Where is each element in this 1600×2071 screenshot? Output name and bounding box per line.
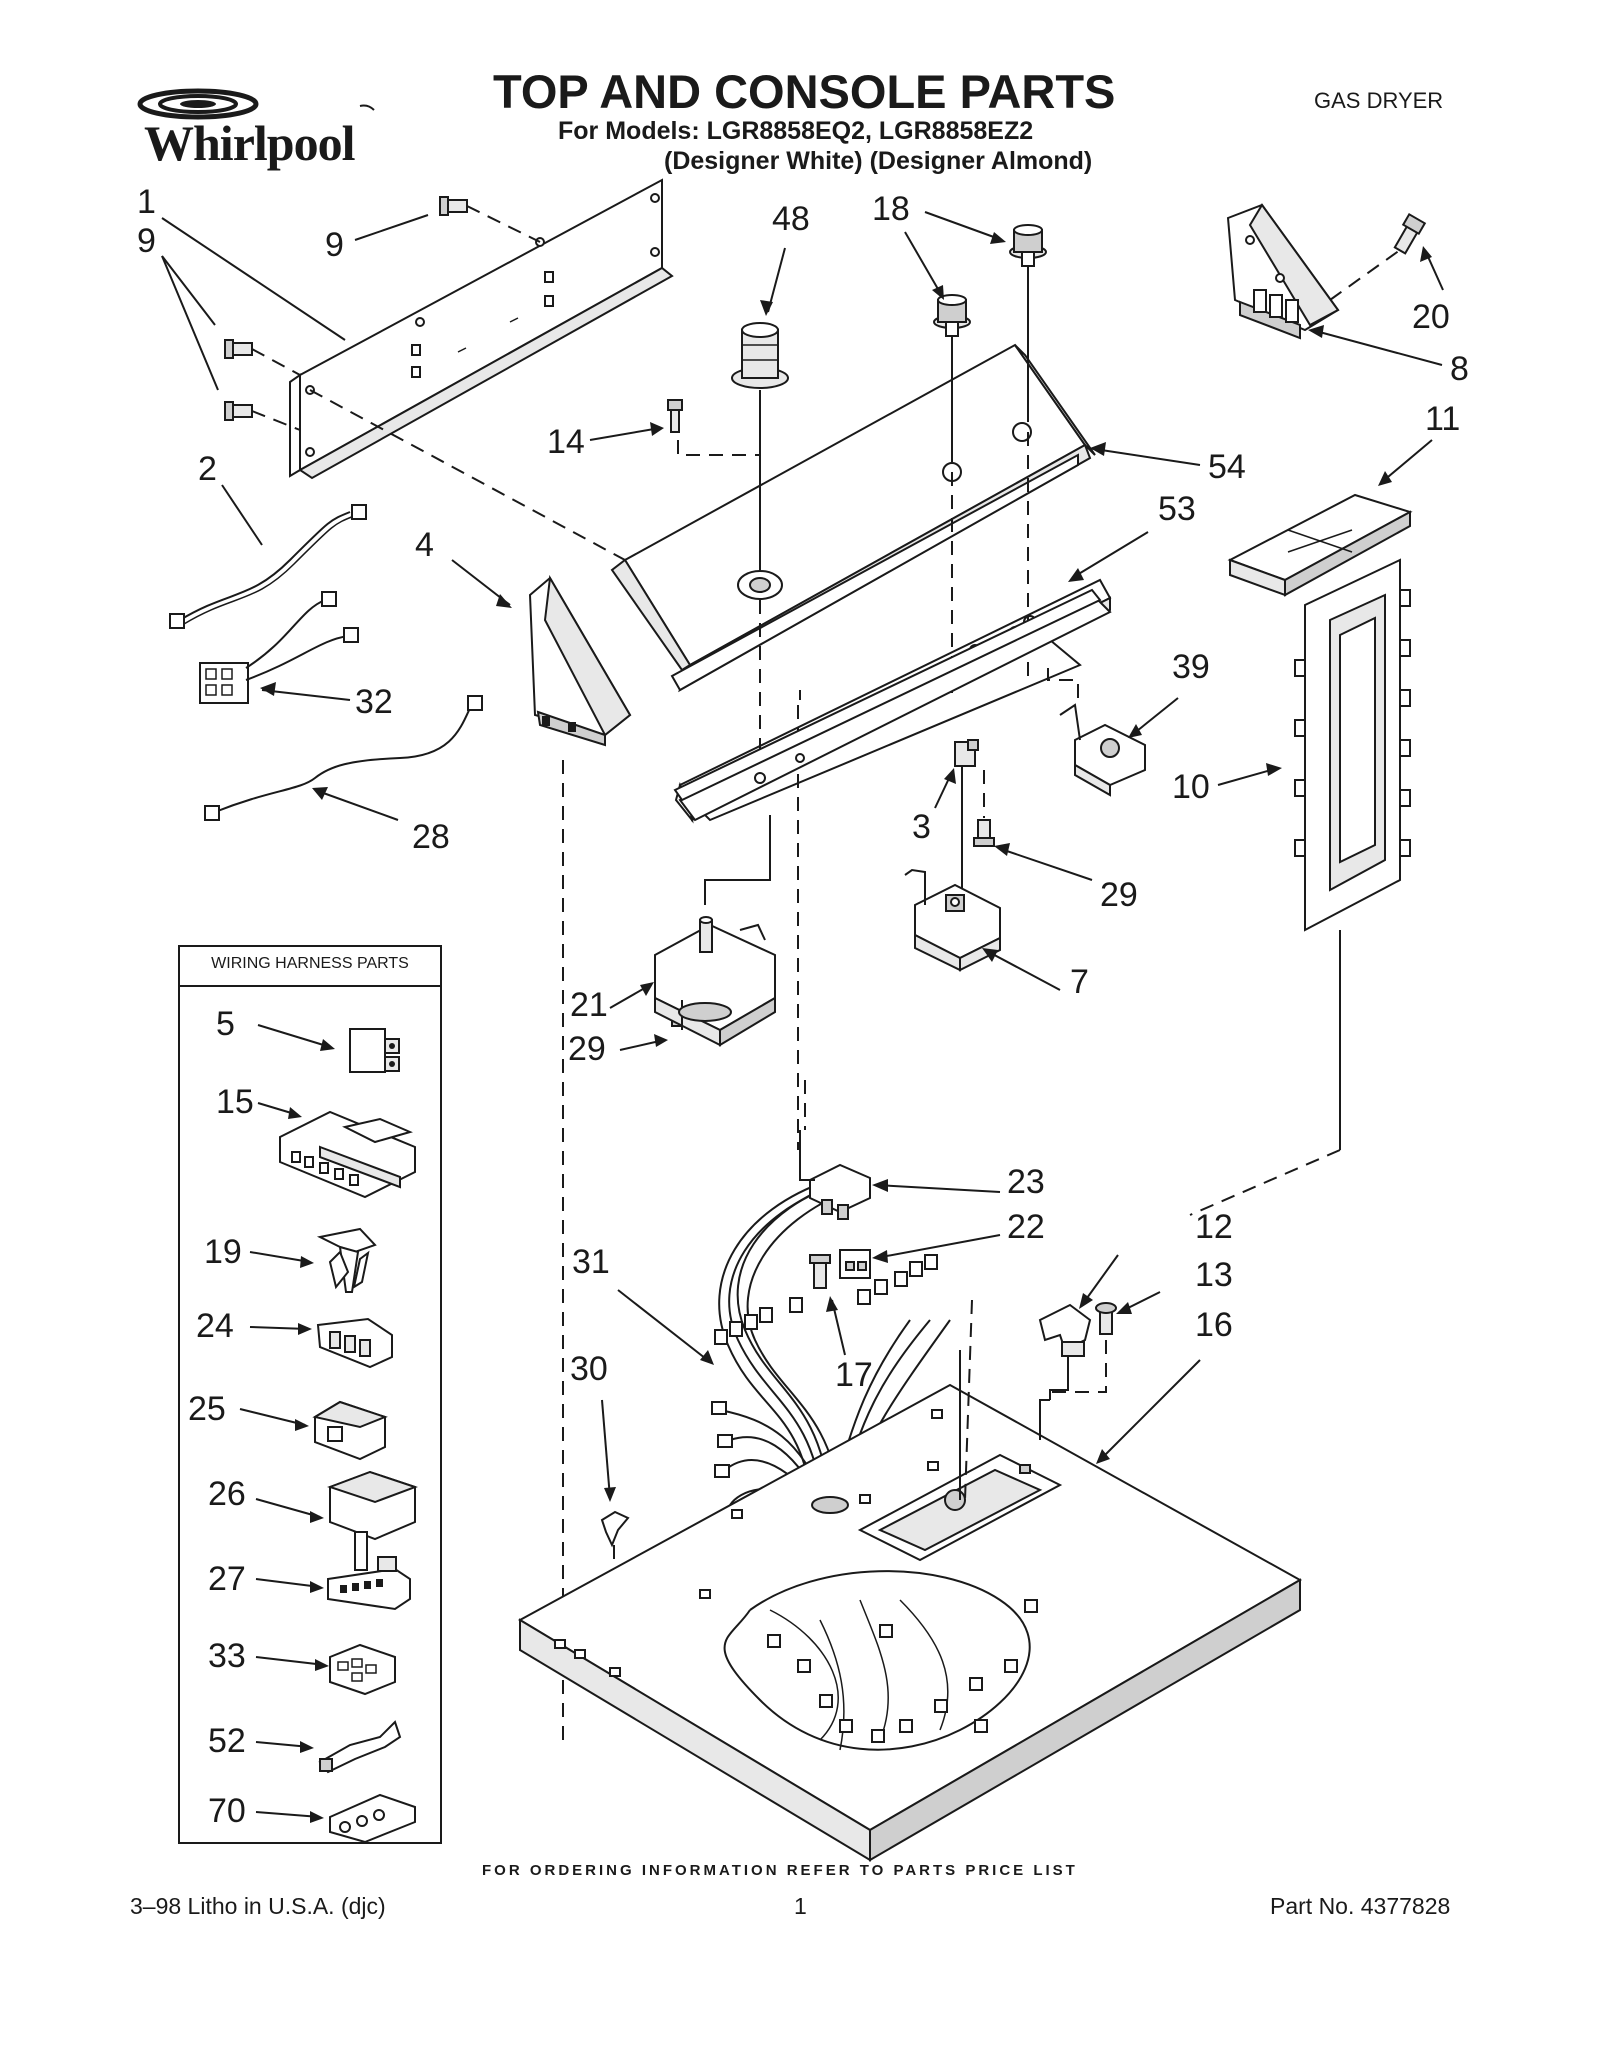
legend-item-15: 15 (216, 1083, 254, 1121)
switch-39 (1047, 668, 1179, 797)
page-title: TOP AND CONSOLE PARTS (493, 65, 1116, 118)
screw-20 (1393, 212, 1444, 291)
whirlpool-logo: Whirlpool (128, 82, 378, 172)
console-housing-54 (610, 343, 1201, 693)
page-number: 1 (794, 1893, 807, 1919)
wire-harness-2 (169, 484, 367, 629)
wire-harness-28 (204, 695, 483, 821)
ordering-note: FOR ORDERING INFORMATION REFER TO PARTS … (482, 1862, 1078, 1879)
callout-12: 12 (1195, 1208, 1233, 1246)
callout-32: 32 (355, 683, 393, 721)
legend-item-26: 26 (208, 1475, 246, 1513)
callout-29-upper: 29 (1100, 876, 1138, 914)
callout-21: 21 (570, 986, 608, 1024)
callout-39: 39 (1172, 648, 1210, 686)
callout-9-top: 9 (325, 226, 344, 264)
callout-8: 8 (1450, 350, 1469, 388)
callout-30: 30 (570, 1350, 608, 1388)
wiring-harness-parts-box: WIRING HARNESS PARTS 5 15 19 24 25 26 27… (178, 945, 442, 1844)
callout-16: 16 (1195, 1306, 1233, 1344)
callout-2: 2 (198, 450, 217, 488)
screw-13 (1050, 1291, 1161, 1393)
legend-item-70: 70 (208, 1792, 246, 1830)
clamp-12 (1038, 1254, 1119, 1400)
screw-9-mid (224, 339, 301, 376)
knob-18-right (924, 211, 1047, 422)
console-end-cap-4 (451, 559, 632, 1740)
callout-3: 3 (912, 808, 931, 846)
connector-5 (257, 1024, 400, 1073)
timer-7 (904, 868, 1061, 991)
callout-11: 11 (1425, 400, 1461, 438)
callout-31: 31 (572, 1243, 610, 1281)
brand-name: Whirlpool (144, 115, 355, 171)
switch-3 (934, 739, 979, 890)
connector-25 (239, 1400, 388, 1461)
connector-15 (257, 1102, 416, 1199)
knob-18-left (904, 231, 971, 462)
legend-item-19: 19 (204, 1233, 242, 1271)
knob-bezel-48 (731, 247, 789, 570)
side-panel-tabs (1294, 589, 1411, 857)
legend-item-52: 52 (208, 1722, 246, 1760)
callout-10: 10 (1172, 768, 1210, 806)
model-variants: (Designer White) (Designer Almond) (664, 147, 1093, 175)
console-back-panel (289, 178, 674, 480)
control-bracket-8 (1226, 203, 1443, 366)
callout-28: 28 (412, 818, 450, 856)
callout-1: 1 (137, 183, 156, 221)
callout-14: 14 (547, 423, 585, 461)
motor-21 (609, 860, 776, 1047)
callout-48: 48 (772, 200, 810, 238)
callout-22: 22 (1007, 1208, 1045, 1246)
screw-9-low (224, 401, 301, 431)
screw-9-top (439, 196, 541, 243)
callout-29-lower: 29 (568, 1030, 606, 1068)
legend-part-drawings (239, 1024, 418, 1842)
product-type: GAS DRYER (1314, 88, 1444, 113)
screw-14 (589, 399, 761, 560)
terminal-52 (255, 1720, 402, 1774)
connector-27 (255, 1556, 411, 1611)
callout-4: 4 (415, 526, 434, 564)
connector-33 (255, 1643, 396, 1696)
callout-54: 54 (1208, 448, 1246, 486)
console-cap-11 (1227, 439, 1433, 597)
side-panel-10 (1189, 558, 1411, 1216)
connector-70 (255, 1793, 416, 1842)
legend-title: WIRING HARNESS PARTS (211, 955, 409, 972)
legend-item-33: 33 (208, 1637, 246, 1675)
main-console-base (673, 432, 1112, 1150)
dryer-top-16 (517, 1350, 1303, 1862)
clip-19 (249, 1227, 377, 1293)
callout-9-left: 9 (137, 222, 156, 260)
part-number: Part No. 4377828 (1270, 1893, 1451, 1919)
legend-item-25: 25 (188, 1390, 226, 1428)
model-numbers: For Models: LGR8858EQ2, LGR8858EZ2 (558, 117, 1034, 145)
callout-53: 53 (1158, 490, 1196, 528)
callout-20: 20 (1412, 298, 1450, 336)
connector-24 (249, 1317, 393, 1369)
wire-harness-32 (199, 591, 359, 704)
logo-swirl-icon (137, 88, 375, 120)
connector-26 (255, 1470, 418, 1571)
callout-17: 17 (835, 1356, 873, 1394)
screw-29-upper (973, 770, 1093, 881)
legend-item-24: 24 (196, 1307, 234, 1345)
legend-item-5: 5 (216, 1005, 235, 1043)
callout-18: 18 (872, 190, 910, 228)
callout-23: 23 (1007, 1163, 1045, 1201)
legend-item-27: 27 (208, 1560, 246, 1598)
callout-7: 7 (1070, 963, 1089, 1001)
litho-note: 3–98 Litho in U.S.A. (djc) (130, 1893, 386, 1919)
callout-13: 13 (1195, 1256, 1233, 1294)
